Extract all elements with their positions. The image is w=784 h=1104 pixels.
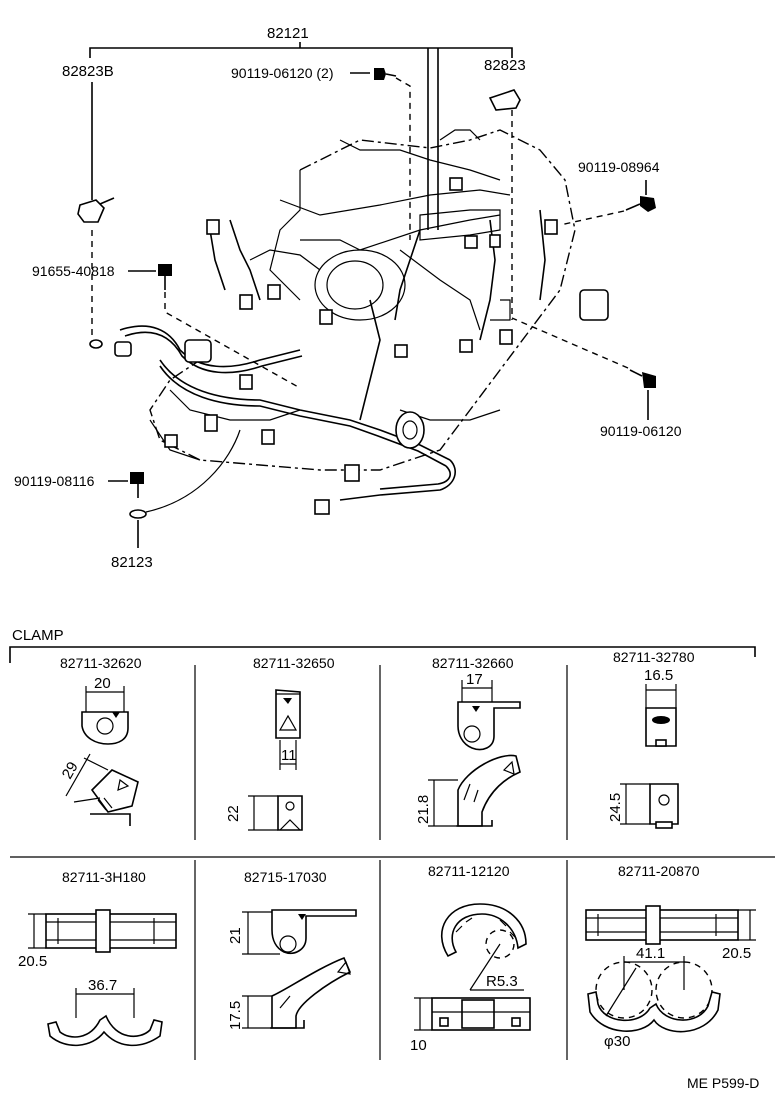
callout-plug-left-label: 82823B — [62, 63, 114, 80]
dimension-label: 10 — [410, 1037, 427, 1054]
dimension-label: 11 — [281, 747, 297, 764]
plug-socket-left-icon — [89, 339, 103, 349]
washer-icon — [129, 509, 147, 519]
clamp-section-title: CLAMP — [12, 627, 64, 644]
clamp-82711-32660: 82711-32660 17 21.8 — [415, 655, 521, 827]
dimension-label: 22 — [225, 805, 242, 822]
dimension-label: 36.7 — [88, 977, 117, 994]
bolt-right-lower-icon — [642, 372, 656, 388]
clamp-part-number: 82711-32650 — [253, 655, 335, 671]
dimension-label: R5.3 — [486, 973, 518, 990]
clamp-part-number: 82711-20870 — [618, 863, 700, 879]
clamp-82711-12120: 82711-12120 R5.3 10 — [410, 863, 531, 1054]
clamp-part-number: 82711-32660 — [432, 655, 514, 671]
dimension-label: 20.5 — [722, 945, 751, 962]
dimension-label: 21.8 — [415, 795, 432, 824]
callout-harness: 82121 — [89, 25, 513, 230]
dimension-label: 20.5 — [18, 953, 47, 970]
callout-bolt-top-label: 90119-06120 (2) — [231, 65, 333, 81]
callout-harness-label: 82121 — [267, 25, 309, 42]
bolt-right-upper-icon — [640, 196, 656, 212]
dimension-label: 24.5 — [607, 793, 624, 822]
callout-washer: 82123 — [111, 429, 241, 571]
bolt-top-icon — [374, 68, 386, 80]
clamp-part-number: 82711-32620 — [60, 655, 142, 671]
dimension-label: 17 — [466, 671, 483, 688]
dimension-label: 16.5 — [644, 667, 673, 684]
clamp-part-number: 82711-12120 — [428, 863, 510, 879]
callout-washer-label: 82123 — [111, 554, 153, 571]
plug-82823-icon — [488, 89, 521, 111]
dimension-label: 17.5 — [227, 1001, 244, 1030]
callout-plug-right-label: 82823 — [484, 57, 526, 74]
callout-plug-left: 82823B — [62, 63, 115, 223]
callout-bolt-left-upper-label: 91655-40818 — [32, 263, 115, 279]
clamp-82711-20870: 82711-20870 20.5 41.1 φ30 — [585, 863, 756, 1050]
clamp-part-number: 82715-17030 — [244, 869, 327, 885]
clamp-82711-32780: 82711-32780 16.5 24.5 — [607, 649, 695, 829]
clamp-82711-32620: 82711-32620 20 29 — [59, 655, 142, 826]
dimension-label: φ30 — [604, 1033, 630, 1050]
clamp-82711-32650: 82711-32650 11 22 — [225, 655, 335, 831]
callout-bolt-right-upper: 90119-08964 — [559, 159, 660, 226]
callout-bolt-left-lower: 90119-08116 — [14, 472, 144, 498]
clamp-82715-17030: 82715-17030 21 17.5 — [227, 869, 357, 1030]
callout-bolt-right-upper-label: 90119-08964 — [578, 159, 660, 175]
callout-bolt-left-lower-label: 90119-08116 — [14, 473, 95, 489]
callout-bolt-left-upper: 91655-40818 — [32, 230, 301, 389]
plug-82823b-icon — [77, 199, 105, 223]
callout-plug-right: 82823 — [484, 57, 526, 320]
clamp-part-number: 82711-3H180 — [62, 869, 146, 885]
engine-assembly — [114, 129, 609, 515]
clamp-82711-3H180: 82711-3H180 20.5 36.7 — [18, 869, 177, 1047]
callout-bolt-top: 90119-06120 (2) — [231, 65, 411, 240]
callout-bolt-right-lower: 90119-06120 — [511, 317, 682, 439]
dimension-label: 20 — [94, 675, 111, 692]
figure-code: ME P599-D — [687, 1075, 759, 1091]
clamp-section: CLAMP — [9, 627, 775, 1060]
dimension-label: 29 — [59, 759, 82, 782]
dimension-label: 21 — [227, 927, 244, 944]
bolt-left-upper-icon — [158, 264, 172, 276]
callout-bolt-right-lower-label: 90119-06120 — [600, 423, 682, 439]
dimension-label: 41.1 — [636, 945, 665, 962]
bolt-left-lower-icon — [130, 472, 144, 484]
clamp-part-number: 82711-32780 — [613, 649, 695, 665]
